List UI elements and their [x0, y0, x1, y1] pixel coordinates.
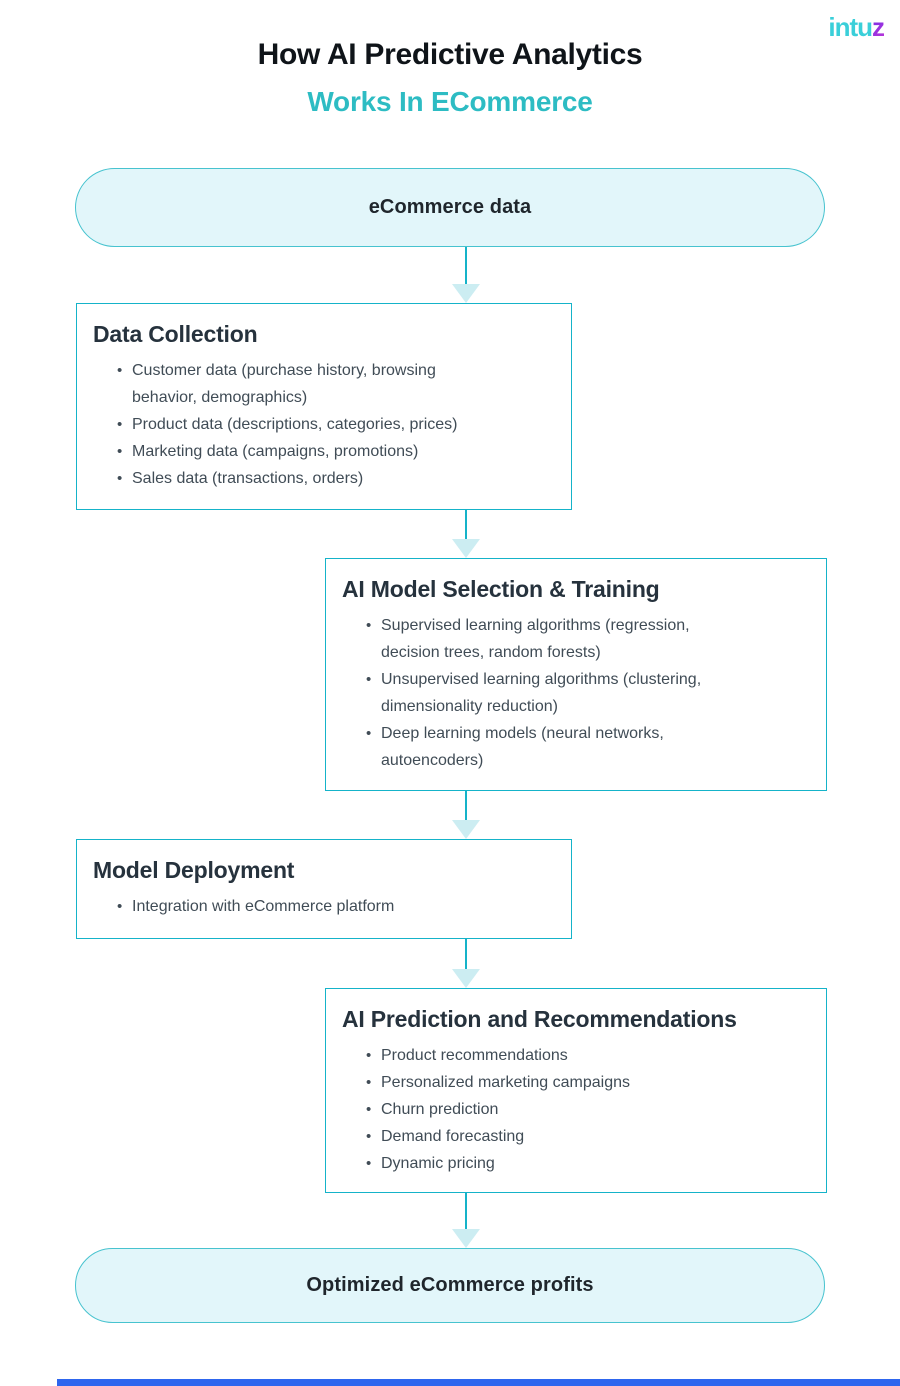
logo-text-primary: intu	[828, 12, 873, 42]
arrow-stem	[465, 939, 467, 970]
intuz-logo: intuz	[828, 12, 885, 43]
arrow-stem	[465, 1193, 467, 1230]
page-title: How AI Predictive Analytics	[257, 38, 643, 71]
arrow-stem	[465, 791, 467, 821]
step-box-data-collection: Data Collection Customer data (purchase …	[76, 303, 572, 510]
end-node-optimized-profits: Optimized eCommerce profits	[75, 1248, 825, 1323]
list-item: Customer data (purchase history, browsin…	[93, 357, 488, 411]
arrow-stem	[465, 247, 467, 285]
list-item: Sales data (transactions, orders)	[93, 465, 488, 492]
step-box-ai-model-selection-training: AI Model Selection & Training Supervised…	[325, 558, 827, 791]
list-item: Integration with eCommerce platform	[93, 893, 571, 920]
arrow-down-icon	[452, 284, 480, 303]
step-title: AI Model Selection & Training	[342, 576, 660, 602]
logo-text-accent: z	[872, 12, 885, 42]
start-node-ecommerce-data: eCommerce data	[75, 168, 825, 247]
list-item: Demand forecasting	[342, 1123, 826, 1150]
page-subtitle: Works In ECommerce	[307, 86, 593, 117]
arrow-down-icon	[452, 820, 480, 839]
step-item-list: Customer data (purchase history, browsin…	[93, 357, 488, 492]
list-item: Deep learning models (neural networks, a…	[342, 720, 717, 774]
list-item: Dynamic pricing	[342, 1150, 826, 1177]
step-title: AI Prediction and Recommendations	[342, 1006, 737, 1032]
list-item: Marketing data (campaigns, promotions)	[93, 438, 488, 465]
list-item: Churn prediction	[342, 1096, 826, 1123]
list-item: Unsupervised learning algorithms (cluste…	[342, 666, 717, 720]
list-item: Personalized marketing campaigns	[342, 1069, 826, 1096]
arrow-down-icon	[452, 1229, 480, 1248]
step-title: Data Collection	[93, 321, 258, 347]
step-item-list: Integration with eCommerce platform	[93, 893, 571, 920]
end-node-label: Optimized eCommerce profits	[306, 1274, 594, 1296]
step-item-list: Product recommendationsPersonalized mark…	[342, 1042, 826, 1177]
step-item-list: Supervised learning algorithms (regressi…	[342, 612, 717, 774]
step-title: Model Deployment	[93, 857, 295, 883]
step-box-model-deployment: Model Deployment Integration with eComme…	[76, 839, 572, 939]
arrow-down-icon	[452, 539, 480, 558]
step-box-ai-prediction-recommendations: AI Prediction and Recommendations Produc…	[325, 988, 827, 1193]
arrow-down-icon	[452, 969, 480, 988]
footer-accent-bar	[57, 1379, 900, 1386]
list-item: Product recommendations	[342, 1042, 826, 1069]
list-item: Product data (descriptions, categories, …	[93, 411, 488, 438]
start-node-label: eCommerce data	[368, 196, 532, 218]
list-item: Supervised learning algorithms (regressi…	[342, 612, 717, 666]
arrow-stem	[465, 510, 467, 540]
